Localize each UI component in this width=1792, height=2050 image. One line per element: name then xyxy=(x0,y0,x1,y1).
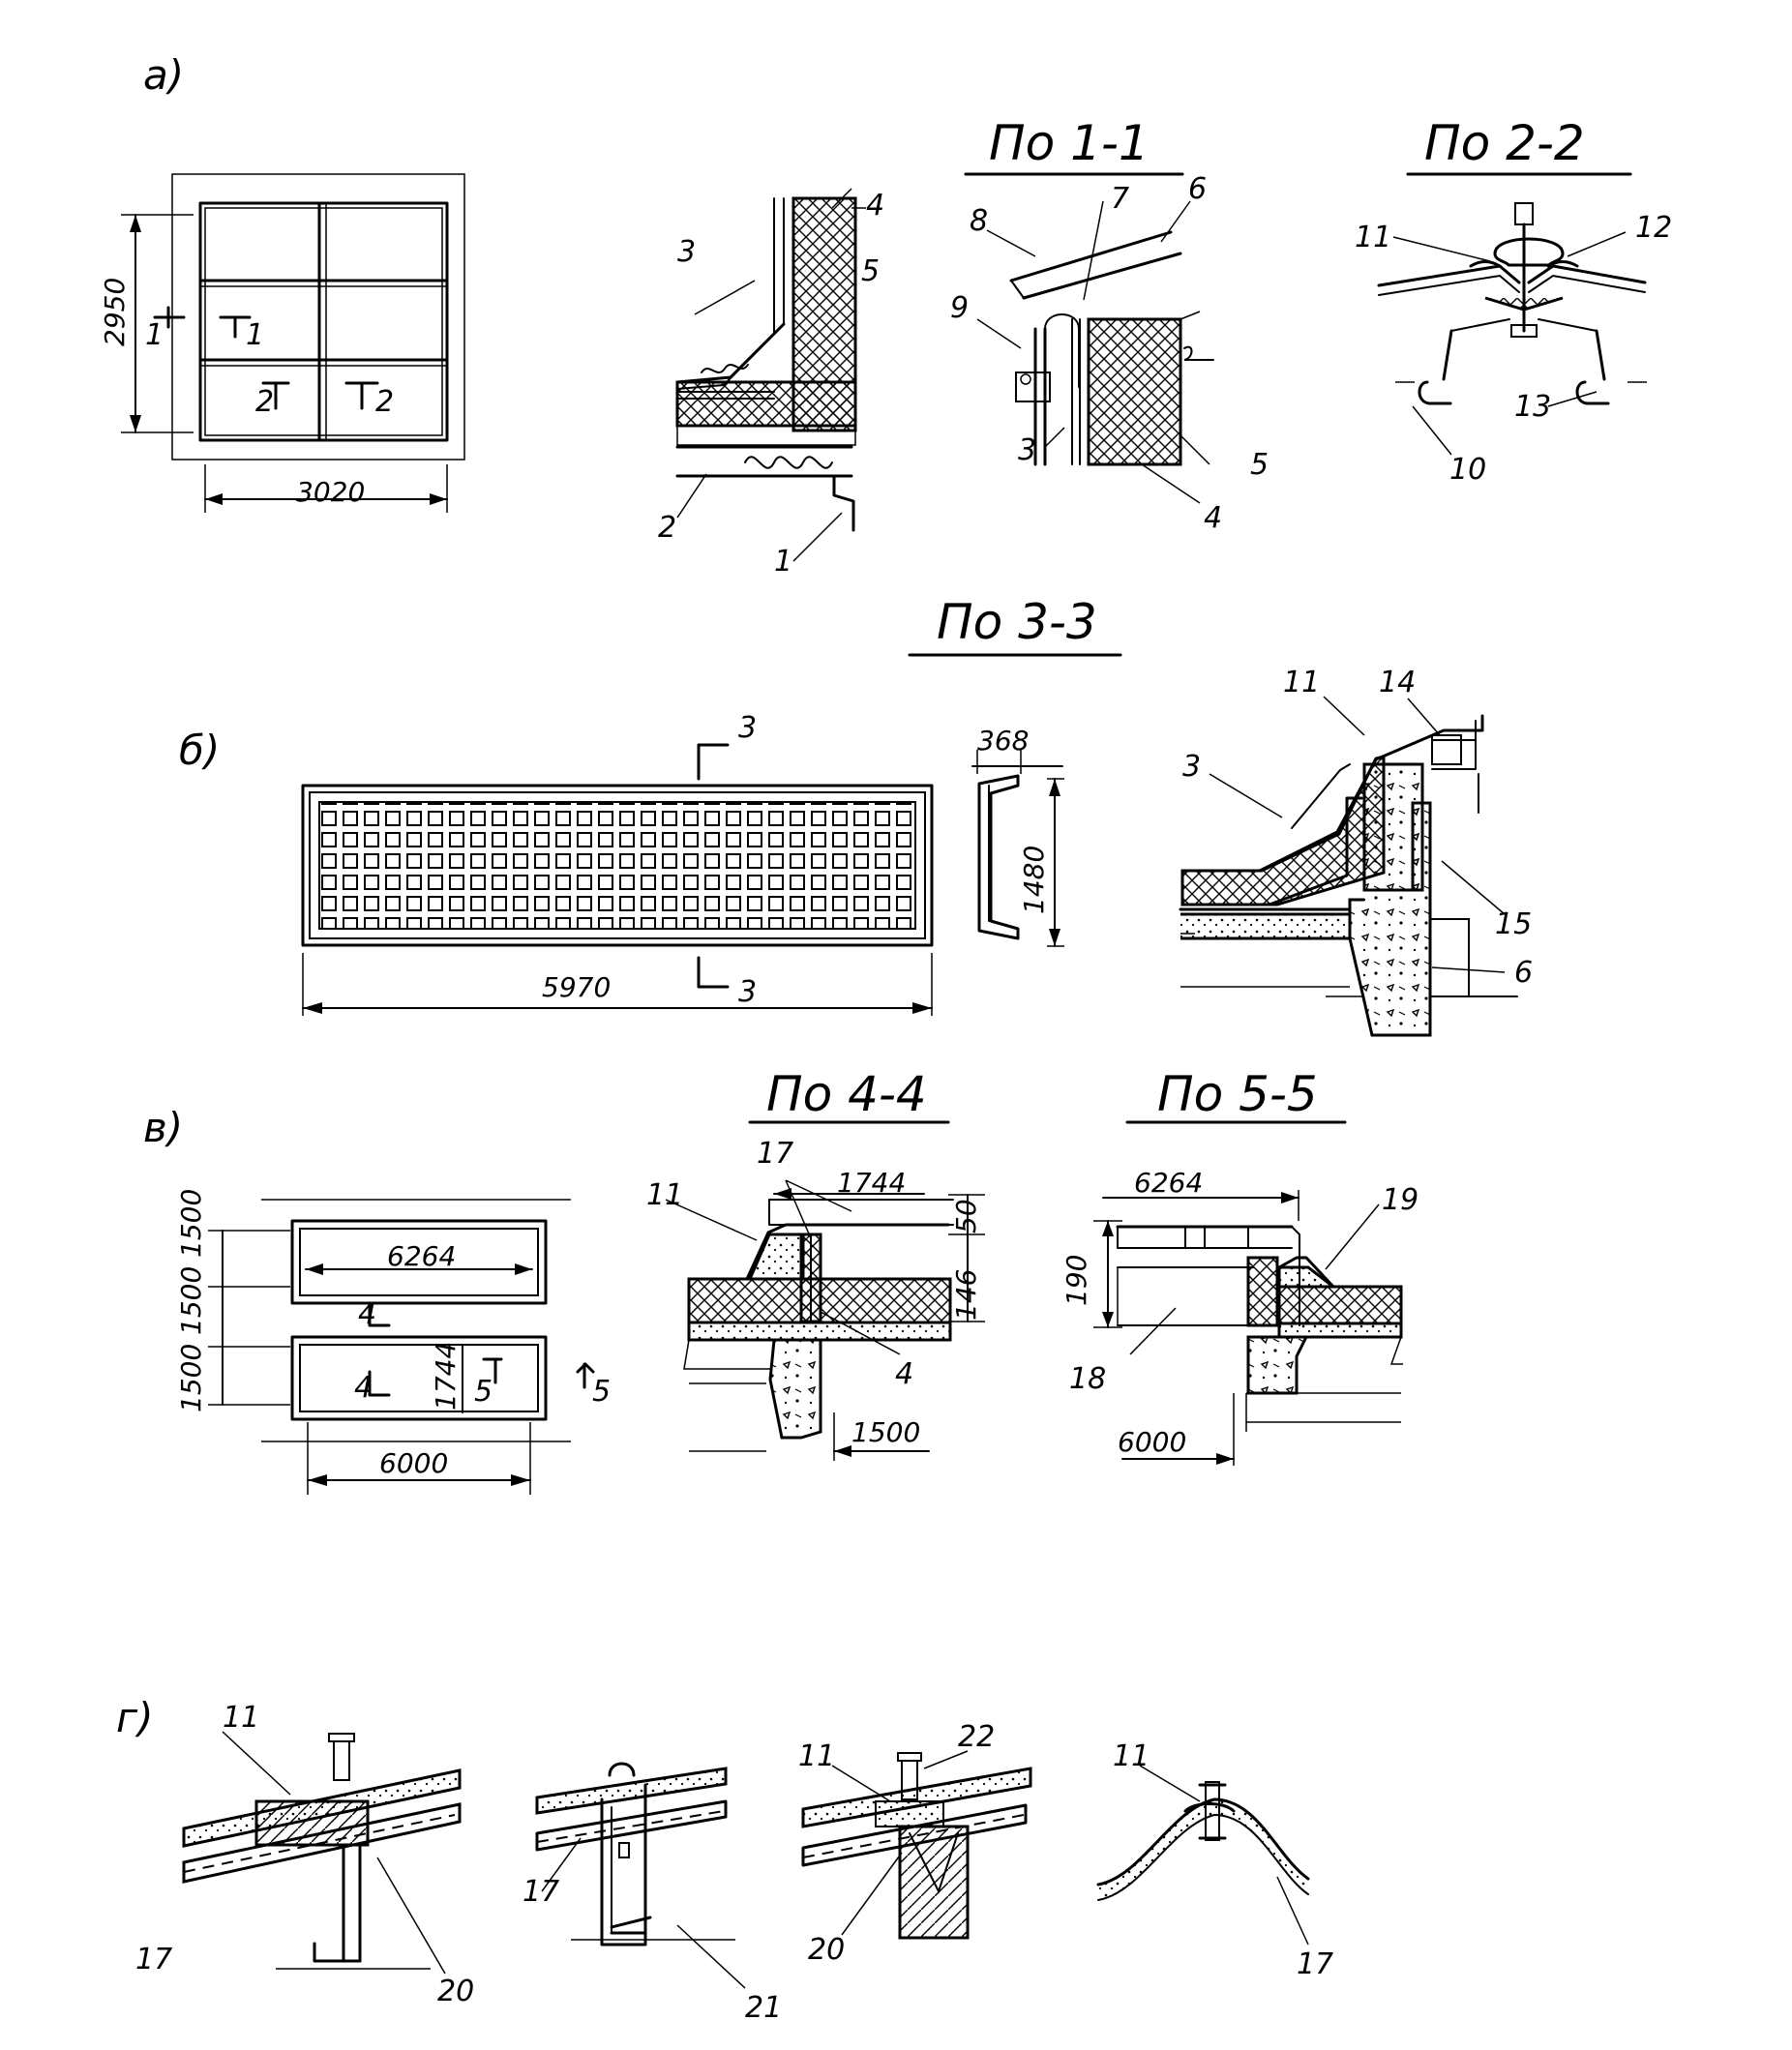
dim-s44-base: 1500 xyxy=(851,1416,920,1448)
part-label-v: в) xyxy=(143,1104,183,1151)
section-3-3-drawing xyxy=(1179,696,1518,1037)
title-section-2-2: По 2-2 xyxy=(1424,115,1585,171)
dim-a-width: 3020 xyxy=(296,476,365,508)
mark-8: 8 xyxy=(970,204,988,238)
mark-11-g4: 11 xyxy=(1113,1739,1150,1773)
mark-21: 21 xyxy=(745,1991,782,2025)
dim-b-length: 5970 xyxy=(542,971,611,1003)
mark-20-g1: 20 xyxy=(437,1975,474,2008)
mark-2-a: 2 xyxy=(658,511,676,545)
dim-s44-h1: 50 xyxy=(950,1199,982,1233)
joint-detail-g3 xyxy=(801,1750,1032,1940)
mark-4-a: 4 xyxy=(866,189,884,223)
mark-3-b: 3 xyxy=(1182,750,1201,784)
skylight-plan-v xyxy=(208,1199,595,1495)
dim-v-len-bottom: 6000 xyxy=(379,1447,448,1479)
mark-6-b: 6 xyxy=(1514,956,1533,990)
mark-5-a: 5 xyxy=(861,254,880,288)
section-mark-2-left: 2 xyxy=(255,385,274,419)
mark-4-v: 4 xyxy=(895,1357,913,1391)
part-label-b: б) xyxy=(179,727,220,774)
part-label-a: а) xyxy=(143,51,184,99)
dim-s55-h: 190 xyxy=(1060,1255,1092,1306)
dim-a-height: 2950 xyxy=(99,278,131,346)
mark-1-a: 1 xyxy=(774,545,792,579)
curb-detail-a xyxy=(675,188,866,562)
mark-12: 12 xyxy=(1635,211,1672,245)
title-section-3-3: По 3-3 xyxy=(937,594,1097,650)
section-mark-1-right: 1 xyxy=(246,318,264,352)
section-5-5-drawing xyxy=(1093,1190,1403,1466)
section-mark-5-left: 5 xyxy=(474,1375,493,1409)
mark-17-g4: 17 xyxy=(1297,1947,1333,1981)
joint-detail-g4 xyxy=(1096,1765,1310,1946)
title-section-4-4: По 4-4 xyxy=(766,1066,927,1122)
mark-13: 13 xyxy=(1514,390,1551,424)
mark-10: 10 xyxy=(1449,453,1486,487)
mark-17-g2: 17 xyxy=(523,1875,559,1909)
dim-v-h3: 1500 xyxy=(175,1344,207,1412)
dim-v-len-top: 6264 xyxy=(387,1240,456,1272)
mark-4-s11: 4 xyxy=(1204,501,1222,535)
mark-17-v: 17 xyxy=(757,1137,793,1171)
mark-7: 7 xyxy=(1111,182,1129,216)
dim-s55-top: 6264 xyxy=(1134,1167,1203,1199)
mark-15: 15 xyxy=(1495,907,1532,941)
mark-17-g1: 17 xyxy=(135,1943,172,1976)
mark-11-a: 11 xyxy=(1355,221,1391,254)
dim-s55-base: 6000 xyxy=(1118,1426,1186,1458)
mark-11-g3: 11 xyxy=(798,1739,835,1773)
skylight-plan-a xyxy=(121,173,465,513)
section-mark-5-right: 5 xyxy=(592,1375,611,1409)
skylight-plan-b xyxy=(301,743,1064,1016)
section-mark-3-bottom: 3 xyxy=(738,975,757,1009)
part-label-g: г) xyxy=(116,1694,153,1741)
mark-3-a: 3 xyxy=(677,235,696,269)
mark-18: 18 xyxy=(1069,1362,1106,1396)
section-4-4-drawing xyxy=(665,1179,985,1461)
mark-22: 22 xyxy=(958,1720,995,1754)
mark-3-s11: 3 xyxy=(1018,433,1036,467)
mark-6-a: 6 xyxy=(1188,172,1207,206)
joint-detail-g2 xyxy=(535,1762,746,1989)
section-mark-3-top: 3 xyxy=(738,711,757,745)
mark-11-g1: 11 xyxy=(223,1701,259,1735)
dim-b-depth: 368 xyxy=(977,725,1029,757)
section-mark-4-bottom: 4 xyxy=(354,1371,373,1405)
section-mark-2-right: 2 xyxy=(375,385,394,419)
mark-5-s11: 5 xyxy=(1250,448,1269,482)
mark-11-v: 11 xyxy=(646,1178,683,1212)
dim-v-h2: 1500 xyxy=(175,1266,207,1335)
mark-14: 14 xyxy=(1379,666,1416,699)
title-section-1-1: По 1-1 xyxy=(989,115,1150,171)
title-section-5-5: По 5-5 xyxy=(1157,1066,1318,1122)
dim-b-height: 1480 xyxy=(1018,846,1050,914)
mark-20-g3: 20 xyxy=(808,1933,845,1967)
dim-s44-top: 1744 xyxy=(837,1167,906,1199)
section-mark-1-left: 1 xyxy=(145,318,164,352)
section-1-1-drawing xyxy=(976,200,1214,504)
section-mark-4-top: 4 xyxy=(358,1297,376,1331)
dim-v-h1: 1500 xyxy=(175,1189,207,1258)
section-2-2-drawing xyxy=(1377,202,1647,456)
joint-detail-g1 xyxy=(182,1731,462,1975)
mark-9: 9 xyxy=(950,291,969,325)
mark-19: 19 xyxy=(1382,1183,1419,1217)
dim-v-inner: 1744 xyxy=(430,1342,462,1411)
mark-11-b: 11 xyxy=(1283,666,1320,699)
dim-s44-h2: 146 xyxy=(950,1269,982,1321)
